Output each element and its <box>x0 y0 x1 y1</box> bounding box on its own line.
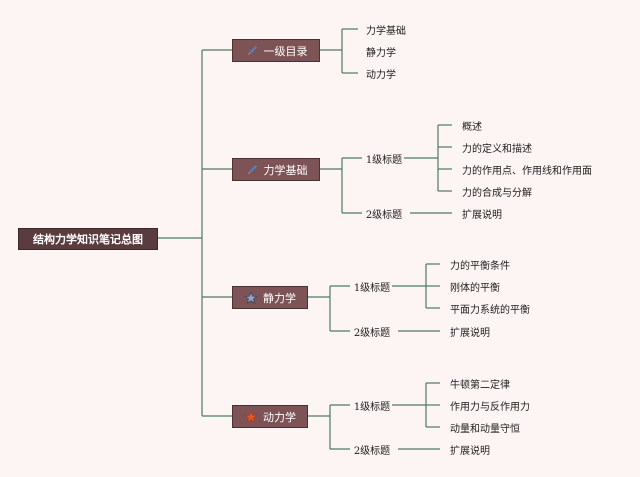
subtopic-item[interactable]: 牛顿第二定律 <box>450 375 510 391</box>
leaf-label: 作用力与反作用力 <box>450 401 530 413</box>
extension-item[interactable]: 扩展说明 <box>462 205 502 221</box>
leaf-label: 静力学 <box>366 47 396 59</box>
level1-heading[interactable]: 1级标题 <box>352 278 392 294</box>
leaf-label: 力学基础 <box>366 25 406 37</box>
star-filled-icon <box>244 409 258 423</box>
level-label: 1级标题 <box>353 282 391 294</box>
catalog-item[interactable]: 力学基础 <box>366 21 406 37</box>
topic-label: 动力学 <box>263 410 296 424</box>
topic-node-dynamics[interactable]: 动力学 <box>232 405 308 428</box>
catalog-item[interactable]: 动力学 <box>366 65 396 81</box>
leaf-label: 平面力系统的平衡 <box>450 304 530 316</box>
subtopic-item[interactable]: 动量和动量守恒 <box>450 419 520 435</box>
level-label: 1级标题 <box>365 154 403 166</box>
topic-label: 力学基础 <box>263 163 308 177</box>
subtopic-item[interactable]: 刚体的平衡 <box>450 278 500 294</box>
leaf-label: 力的定义和描述 <box>462 143 532 155</box>
leaf-label: 力的平衡条件 <box>450 260 510 272</box>
leaf-label: 力的合成与分解 <box>462 187 532 199</box>
leaf-label: 扩展说明 <box>450 327 490 339</box>
subtopic-item[interactable]: 力的定义和描述 <box>462 139 532 155</box>
leaf-label: 扩展说明 <box>450 445 490 457</box>
subtopic-item[interactable]: 力的合成与分解 <box>462 183 532 199</box>
level-label: 2级标题 <box>365 209 403 221</box>
root-node[interactable]: 结构力学知识笔记总图 <box>18 228 158 250</box>
rocket-icon <box>247 164 257 174</box>
leaf-label: 动力学 <box>366 69 396 81</box>
extension-item[interactable]: 扩展说明 <box>450 323 490 339</box>
topic-node-statics[interactable]: 静力学 <box>232 286 308 309</box>
topic-label: 静力学 <box>263 291 296 305</box>
level-label: 2级标题 <box>353 445 391 457</box>
leaf-label: 牛顿第二定律 <box>450 379 510 391</box>
leaf-label: 力的作用点、作用线和作用面 <box>462 165 592 177</box>
topic-node-fundamentals[interactable]: 力学基础 <box>232 158 320 181</box>
topic-label: 一级目录 <box>263 44 308 58</box>
root-label: 结构力学知识笔记总图 <box>33 233 143 246</box>
subtopic-item[interactable]: 平面力系统的平衡 <box>450 300 530 316</box>
level1-heading[interactable]: 1级标题 <box>364 150 404 166</box>
star-outline-icon <box>244 290 258 304</box>
leaf-label: 扩展说明 <box>462 209 502 221</box>
level1-heading[interactable]: 1级标题 <box>352 397 392 413</box>
level-label: 1级标题 <box>353 401 391 413</box>
leaf-label: 概述 <box>462 121 482 133</box>
subtopic-item[interactable]: 概述 <box>462 117 482 133</box>
level-label: 2级标题 <box>353 327 391 339</box>
subtopic-item[interactable]: 力的作用点、作用线和作用面 <box>462 161 592 177</box>
rocket-icon <box>247 45 257 55</box>
leaf-label: 刚体的平衡 <box>450 282 500 294</box>
extension-item[interactable]: 扩展说明 <box>450 441 490 457</box>
topic-node-catalog[interactable]: 一级目录 <box>232 39 320 62</box>
level2-heading[interactable]: 2级标题 <box>352 441 392 457</box>
catalog-item[interactable]: 静力学 <box>366 43 396 59</box>
level2-heading[interactable]: 2级标题 <box>352 323 392 339</box>
level2-heading[interactable]: 2级标题 <box>364 205 404 221</box>
subtopic-item[interactable]: 作用力与反作用力 <box>450 397 530 413</box>
leaf-label: 动量和动量守恒 <box>450 423 520 435</box>
subtopic-item[interactable]: 力的平衡条件 <box>450 256 510 272</box>
